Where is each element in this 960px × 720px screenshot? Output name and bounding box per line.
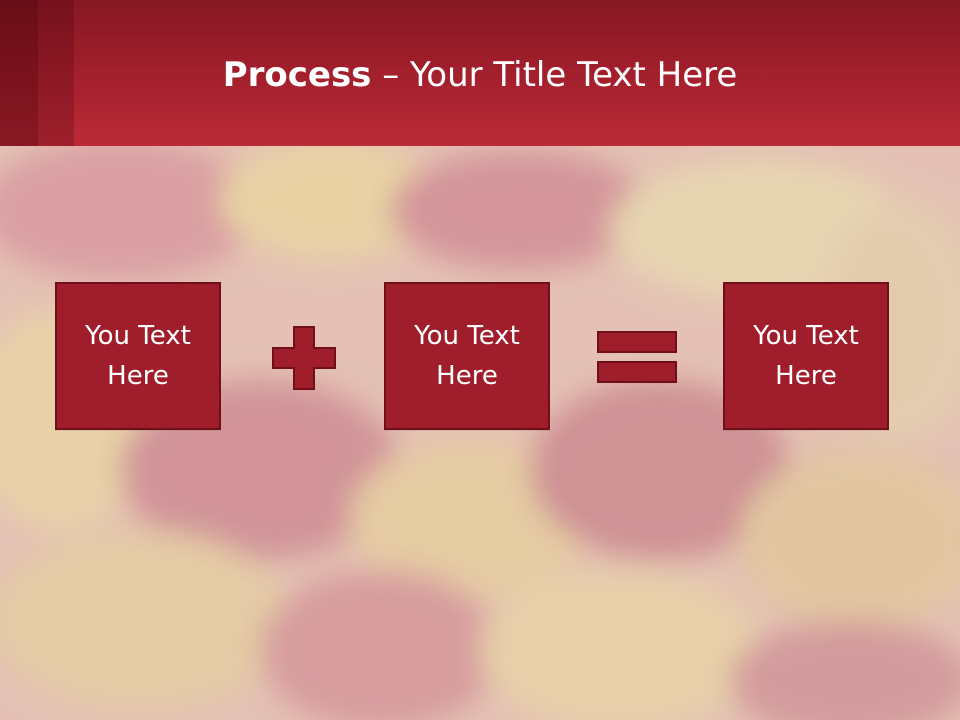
header-stripe-medium	[38, 0, 74, 146]
process-step-box-1[interactable]: You Text Here	[55, 282, 221, 430]
slide-title-rest: – Your Title Text Here	[371, 55, 738, 95]
plus-icon	[272, 326, 336, 390]
process-step-label-1: You Text Here	[85, 321, 191, 391]
title-bar: Process – Your Title Text Here	[0, 0, 960, 146]
process-step-label-2: You Text Here	[414, 321, 520, 391]
process-step-label-3: You Text Here	[753, 321, 859, 391]
slide-title[interactable]: Process – Your Title Text Here	[0, 52, 960, 98]
header-stripe-dark	[0, 0, 38, 146]
equals-icon	[597, 331, 677, 383]
process-step-box-2[interactable]: You Text Here	[384, 282, 550, 430]
slide-title-bold: Process	[222, 55, 372, 95]
process-step-box-3[interactable]: You Text Here	[723, 282, 889, 430]
